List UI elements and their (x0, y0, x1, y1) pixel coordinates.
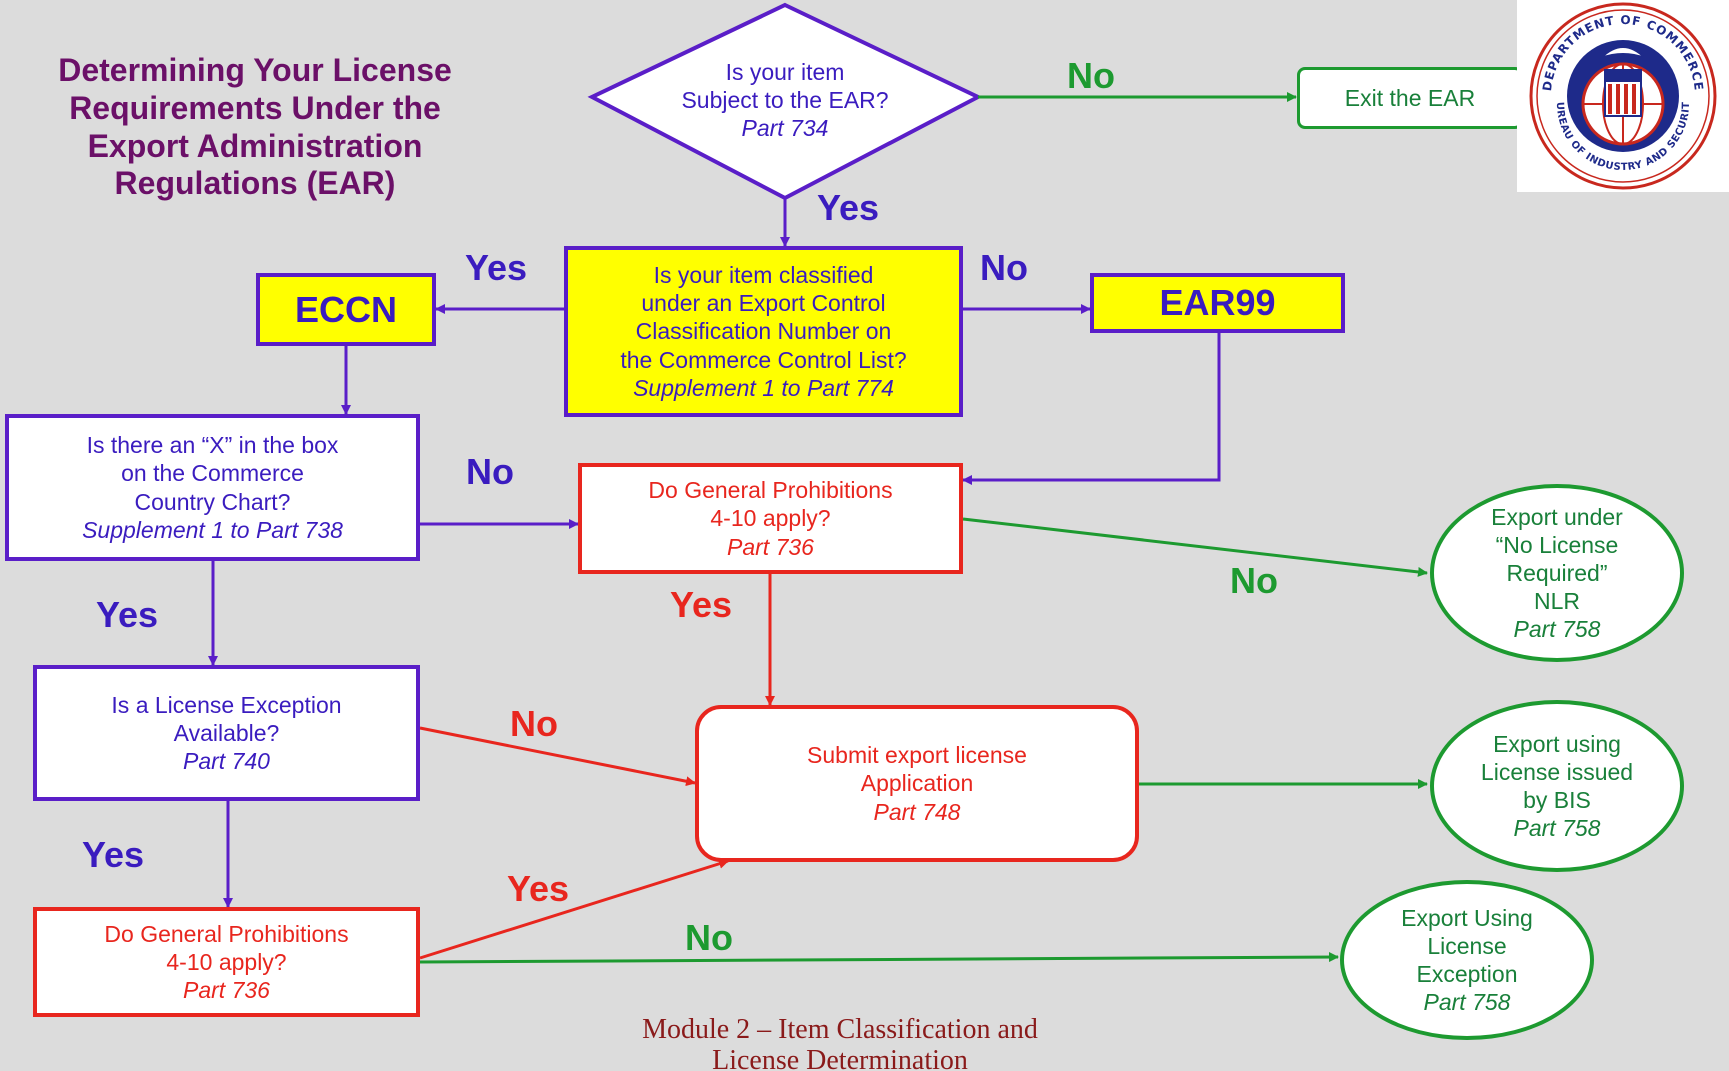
node-ref: Part 758 (1423, 989, 1511, 1016)
title-line: Requirements Under the (69, 89, 441, 126)
node-ref: Supplement 1 to Part 738 (82, 516, 343, 543)
node-line: Export using (1493, 730, 1621, 757)
node-ref: Part 740 (183, 748, 270, 775)
edge-label-exception-no: No (510, 703, 558, 744)
node-line: Available? (173, 719, 280, 746)
eccn-box: ECCN (256, 273, 436, 346)
submit-application-box: Submit export license Application Part 7… (695, 705, 1139, 862)
country-chart-decision-box: Is there an “X” in the box on the Commer… (5, 414, 420, 561)
license-bis-outcome-circle: Export using License issued by BIS Part … (1430, 700, 1684, 872)
arrow-gp-lower-yes (419, 858, 729, 960)
node-line: under an Export Control (641, 290, 886, 317)
node-line: on the Commerce (121, 460, 304, 487)
edge-label-exception-yes: Yes (82, 834, 145, 875)
node-line: Classification Number on (635, 318, 892, 345)
seal-emblem: DEPARTMENT OF COMMERCE BUREAU OF INDUSTR… (1512, 0, 1717, 190)
title-line: Determining Your License (58, 52, 452, 88)
node-ref: Part 736 (183, 977, 270, 1004)
diagram-title: Determining Your License Requirements Un… (10, 52, 500, 203)
footer-line: License Determination (712, 1045, 968, 1071)
node-line: Export under (1491, 503, 1623, 530)
nlr-outcome-circle: Export under “No License Required” NLR P… (1430, 484, 1684, 662)
node-ref: Part 758 (1513, 815, 1601, 842)
edge-label-gp-upper-yes: Yes (670, 584, 733, 625)
edge-label-chart-no: No (466, 451, 514, 492)
subject-decision-text: Is your item Subject to the EAR? Part 73… (630, 55, 940, 145)
commerce-seal-logo: DEPARTMENT OF COMMERCE BUREAU OF INDUSTR… (1512, 0, 1729, 192)
edge-label-classified-no: No (980, 247, 1028, 288)
ear99-box: EAR99 (1090, 273, 1345, 333)
node-line: Submit export license (807, 742, 1027, 769)
node-line: Is your item classified (653, 262, 874, 289)
node-line: Do General Prohibitions (104, 920, 349, 947)
node-line: Exception (1416, 961, 1518, 987)
arrow-gp-upper-no (962, 517, 1428, 577)
license-exception-outcome-circle: Export Using License Exception Part 758 (1340, 880, 1594, 1040)
node-line: Is a License Exception (111, 691, 342, 718)
node-ref: Part 748 (873, 798, 961, 825)
node-line: by BIS (1523, 787, 1591, 813)
node-line: Required” (1506, 559, 1608, 586)
edge-label-gp-upper-no: No (1230, 560, 1278, 601)
footer-caption: Module 2 – Item Classification and Licen… (560, 1014, 1120, 1071)
title-line: Regulations (EAR) (114, 165, 396, 202)
arrow-exception-no (419, 726, 696, 787)
node-line: 4-10 apply? (710, 505, 831, 532)
node-line: License issued (1480, 758, 1634, 785)
arrow-ear99-to-gp (962, 333, 1221, 485)
node-label: ECCN (294, 288, 397, 330)
edge-label-subject-yes: Yes (817, 187, 880, 228)
edge-label-subject-no: No (1067, 55, 1115, 96)
title-line: Export Administration (87, 127, 423, 164)
node-line: Country Chart? (134, 488, 291, 515)
node-line: Export Using (1401, 904, 1533, 931)
classified-decision-box: Is your item classified under an Export … (564, 246, 963, 417)
edge-label-chart-yes: Yes (96, 594, 159, 635)
node-line: “No License (1495, 531, 1619, 558)
edge-label-classified-yes: Yes (465, 247, 528, 288)
edge-label-gp-lower-yes: Yes (507, 868, 570, 909)
node-line: Is there an “X” in the box (86, 432, 339, 459)
node-line: Subject to the EAR? (681, 86, 889, 113)
edge-label-gp-lower-no: No (685, 917, 733, 958)
node-line: the Commerce Control List? (620, 346, 907, 373)
general-prohibitions-upper-box: Do General Prohibitions 4-10 apply? Part… (578, 463, 963, 574)
general-prohibitions-lower-box: Do General Prohibitions 4-10 apply? Part… (33, 907, 420, 1017)
node-label: EAR99 (1159, 282, 1276, 324)
license-exception-decision-box: Is a License Exception Available? Part 7… (33, 665, 420, 801)
node-line: NLR (1533, 588, 1580, 615)
node-ref: Supplement 1 to Part 774 (633, 374, 894, 401)
node-ref: Part 758 (1513, 616, 1601, 643)
footer-line: Module 2 – Item Classification and (642, 1014, 1038, 1045)
node-label: Exit the EAR (1344, 84, 1476, 111)
node-line: License (1427, 932, 1507, 959)
node-line: Is your item (725, 58, 845, 85)
exit-ear-box: Exit the EAR (1297, 67, 1523, 129)
node-line: Do General Prohibitions (648, 477, 893, 504)
node-line: 4-10 apply? (166, 948, 287, 975)
node-line: Application (860, 770, 974, 797)
node-ref: Part 734 (741, 115, 829, 142)
node-ref: Part 736 (727, 533, 814, 560)
arrow-gp-lower-no (419, 952, 1339, 964)
